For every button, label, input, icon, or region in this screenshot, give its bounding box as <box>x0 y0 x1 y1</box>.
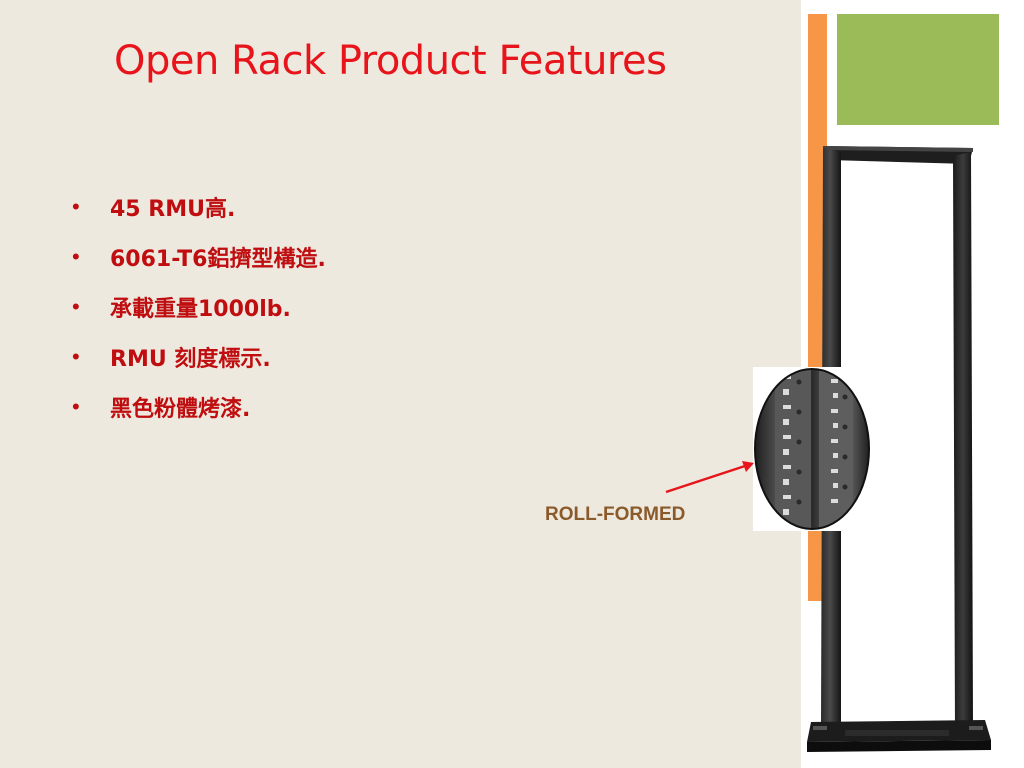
arrow-right-icon <box>665 461 754 494</box>
bullet-text: 6061-T6鋁擠型構造. <box>110 247 326 272</box>
rail-closeup-image <box>754 368 870 530</box>
callout-label: ROLL-FORMED <box>545 504 686 525</box>
bullet-text: RMU 刻度標示. <box>110 347 271 372</box>
bullet-text: 黑色粉體烤漆. <box>110 397 251 422</box>
bullet-text: 45 RMU高. <box>110 197 236 222</box>
list-item: • 6061-T6鋁擠型構造. <box>72 232 326 282</box>
rail-closeup-frame <box>753 367 871 531</box>
bullet-icon: • <box>72 294 80 319</box>
bullet-icon: • <box>72 244 80 269</box>
list-item: • 承載重量1000lb. <box>72 282 326 332</box>
slide-title: Open Rack Product Features <box>114 38 667 84</box>
bullet-text: 承載重量1000lb. <box>110 297 291 322</box>
decor-green-block <box>837 14 999 125</box>
feature-list: • 45 RMU高. • 6061-T6鋁擠型構造. • 承載重量1000lb.… <box>72 182 326 432</box>
list-item: • 45 RMU高. <box>72 182 326 232</box>
bullet-icon: • <box>72 394 80 419</box>
open-rack-image <box>807 146 991 752</box>
bullet-icon: • <box>72 344 80 369</box>
list-item: • 黑色粉體烤漆. <box>72 382 326 432</box>
bullet-icon: • <box>72 194 80 219</box>
list-item: • RMU 刻度標示. <box>72 332 326 382</box>
